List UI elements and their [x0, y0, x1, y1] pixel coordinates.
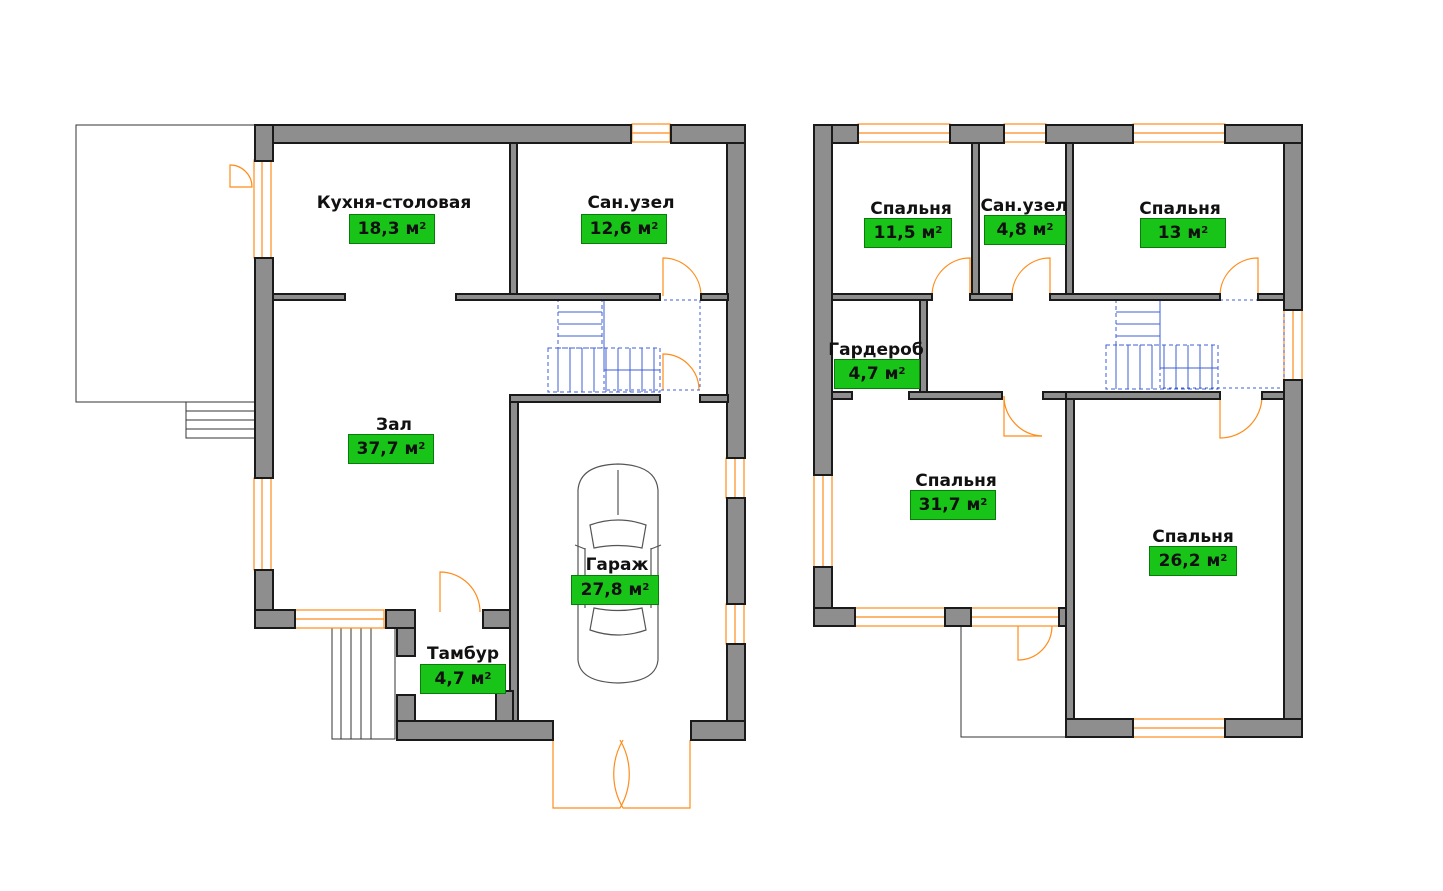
doors-floor2 — [931, 257, 1263, 661]
walls-floor1 — [254, 124, 746, 741]
second-floor — [813, 123, 1303, 738]
stairs-floor1 — [547, 299, 701, 393]
room-name-bathroom-1: Сан.узел — [587, 193, 675, 213]
room-name-bedroom-4: Спальня — [1152, 527, 1234, 547]
first-floor — [75, 123, 746, 809]
walls-floor2 — [813, 124, 1303, 738]
room-name-bathroom-2: Сан.узел — [980, 196, 1068, 216]
room-name-wardrobe: Гардероб — [828, 340, 924, 360]
balcony — [960, 626, 1066, 738]
stairs-floor2 — [1105, 299, 1285, 390]
room-name-kitchen-dining: Кухня-столовая — [316, 193, 472, 213]
side-steps — [185, 401, 256, 439]
room-name-bedroom-1: Спальня — [870, 199, 952, 219]
entrance-steps — [331, 627, 396, 740]
terrace — [75, 124, 255, 403]
room-name-vestibule: Тамбур — [426, 644, 500, 664]
doors-floor1 — [229, 164, 702, 809]
room-name-bedroom-2: Спальня — [1139, 199, 1221, 219]
room-name-hall: Зал — [375, 415, 413, 435]
room-name-garage: Гараж — [585, 555, 649, 575]
room-name-bedroom-3: Спальня — [915, 471, 997, 491]
